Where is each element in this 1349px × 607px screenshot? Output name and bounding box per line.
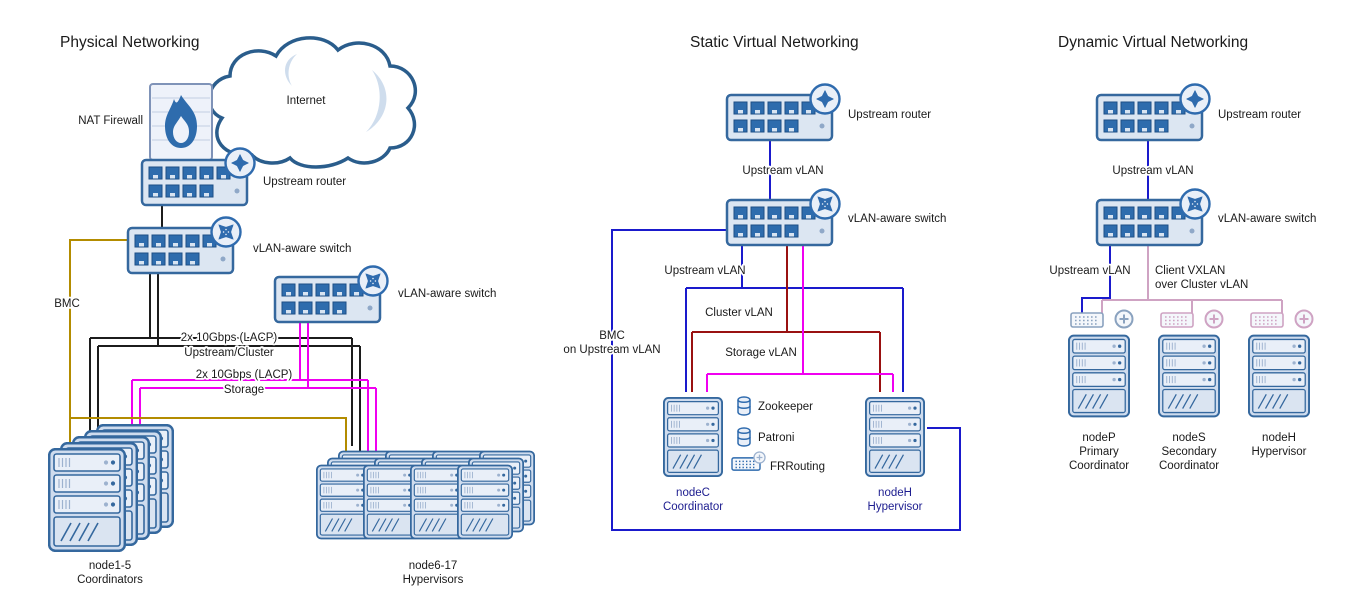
storage-vlan-drops — [706, 245, 894, 392]
nat-firewall-icon — [149, 83, 213, 161]
router-icon — [1181, 85, 1210, 114]
internet-cloud — [207, 36, 418, 169]
patroni-db-icon — [737, 427, 751, 447]
dynamic-virtual-networking-section: Dynamic Virtual Networking — [1048, 34, 1317, 472]
label-nodep-role1: Primary — [1079, 446, 1119, 458]
section-title-dynamic: Dynamic Virtual Networking — [1058, 34, 1248, 51]
frrouting-plus-icon — [753, 451, 766, 464]
cluster-vlan-drops — [691, 245, 881, 392]
label-vlan-switch: vLAN-aware switch — [1218, 213, 1316, 225]
static-virtual-networking-section: Static Virtual Networking Upstream route… — [562, 34, 961, 531]
section-title-static: Static Virtual Networking — [690, 34, 859, 51]
server-unit — [410, 464, 466, 540]
label-hypervisors-name: node6-17 — [409, 560, 458, 572]
label-vlan-switch-a: vLAN-aware switch — [253, 243, 351, 255]
client-vxlan-links — [1101, 245, 1283, 318]
label-coordinators-role: Coordinators — [77, 574, 143, 586]
label-nodep-name: nodeP — [1082, 432, 1116, 444]
label-nodec-role: Coordinator — [663, 501, 723, 513]
vlan-switch-device — [1095, 190, 1210, 247]
label-bmc-1: BMC — [599, 330, 625, 342]
switch-icon — [212, 218, 241, 247]
nodeh-server — [865, 396, 925, 478]
label-upstream-vlan-link: Upstream vLAN — [742, 165, 823, 177]
cloud-accent — [366, 70, 387, 132]
label-nat-firewall: NAT Firewall — [78, 115, 143, 127]
zookeeper-db-icon — [737, 396, 751, 416]
section-title-physical: Physical Networking — [60, 34, 200, 51]
server-unit — [363, 464, 419, 540]
label-frrouting: FRRouting — [770, 461, 825, 473]
label-upstream-vlan-drop: Upstream vLAN — [1049, 265, 1130, 277]
label-nodes-role2: Coordinator — [1159, 460, 1219, 472]
storage-link-2 — [139, 322, 377, 456]
physical-networking-section: Physical Networking — [48, 34, 535, 586]
label-upstream-router: Upstream router — [848, 109, 931, 121]
bmc-link — [69, 239, 347, 452]
label-bmc-2: on Upstream vLAN — [563, 344, 660, 356]
server-unit — [48, 448, 126, 552]
switch-icon — [1181, 190, 1210, 219]
switch-icon — [811, 190, 840, 219]
nodep-vrouter-icon — [1070, 309, 1134, 329]
label-nodes-role1: Secondary — [1162, 446, 1217, 458]
vlan-switch-device-a — [126, 218, 241, 275]
label-client-vxlan-1: Client VXLAN — [1155, 265, 1225, 277]
upstream-vlan-drops — [685, 245, 904, 392]
hypervisor-server-stack — [316, 450, 535, 540]
upstream-vlan-drop — [1081, 245, 1111, 322]
label-nodec-name: nodeC — [676, 487, 710, 499]
upstream-cluster-link-1 — [89, 272, 353, 446]
router-icon — [811, 85, 840, 114]
nodeh-server — [1248, 334, 1310, 418]
label-client-vxlan-2: over Cluster vLAN — [1155, 279, 1248, 291]
upstream-router-device — [725, 85, 840, 142]
label-cluster-vlan: Cluster vLAN — [705, 307, 773, 319]
label-patroni: Patroni — [758, 432, 794, 444]
label-nodeh-role: Hypervisor — [1252, 446, 1307, 458]
upstream-cluster-link-2 — [97, 272, 361, 452]
nodec-server — [663, 396, 723, 478]
label-upstream-vlan-drop: Upstream vLAN — [664, 265, 745, 277]
label-nodeh-role: Hypervisor — [868, 501, 923, 513]
nodeh-vrouter-icon — [1250, 309, 1314, 329]
bmc-upstream-vlan-loop — [611, 229, 961, 531]
upstream-router-device — [1095, 85, 1210, 142]
nodep-server — [1068, 334, 1130, 418]
vlan-switch-device-b — [273, 267, 388, 324]
switch-icon — [359, 267, 388, 296]
label-vlan-switch: vLAN-aware switch — [848, 213, 946, 225]
plus-circle-icon — [1114, 309, 1134, 329]
label-nodep-role2: Coordinator — [1069, 460, 1129, 472]
label-lacp-storage-2: Storage — [224, 384, 264, 396]
label-internet: Internet — [287, 95, 327, 107]
label-lacp-storage-1: 2x 10Gbps (LACP) — [196, 369, 293, 381]
nodes-vrouter-icon — [1160, 309, 1224, 329]
vlan-switch-device — [725, 190, 840, 247]
label-nodeh-name: nodeH — [1262, 432, 1296, 444]
label-nodes-name: nodeS — [1172, 432, 1206, 444]
plus-circle-icon — [1204, 309, 1224, 329]
storage-link-1 — [131, 322, 369, 452]
label-coordinators-name: node1-5 — [89, 560, 131, 572]
label-nodeh-name: nodeH — [878, 487, 912, 499]
nodes-server — [1158, 334, 1220, 418]
label-bmc: BMC — [54, 298, 80, 310]
server-unit — [316, 464, 372, 540]
label-upstream-router: Upstream router — [1218, 109, 1301, 121]
label-hypervisors-role: Hypervisors — [403, 574, 464, 586]
router-icon — [226, 149, 255, 178]
cloud-accent — [285, 54, 297, 86]
label-upstream-vlan-link: Upstream vLAN — [1112, 165, 1193, 177]
label-upstream-router: Upstream router — [263, 176, 346, 188]
label-lacp-upstream-2: Upstream/Cluster — [184, 347, 274, 359]
label-zookeeper: Zookeeper — [758, 401, 813, 413]
label-vlan-switch-b: vLAN-aware switch — [398, 288, 496, 300]
label-lacp-upstream-1: 2x 10Gbps (LACP) — [181, 332, 278, 344]
plus-circle-icon — [1294, 309, 1314, 329]
label-storage-vlan: Storage vLAN — [725, 347, 797, 359]
server-unit — [457, 464, 513, 540]
coordinator-server-stack — [48, 424, 174, 552]
